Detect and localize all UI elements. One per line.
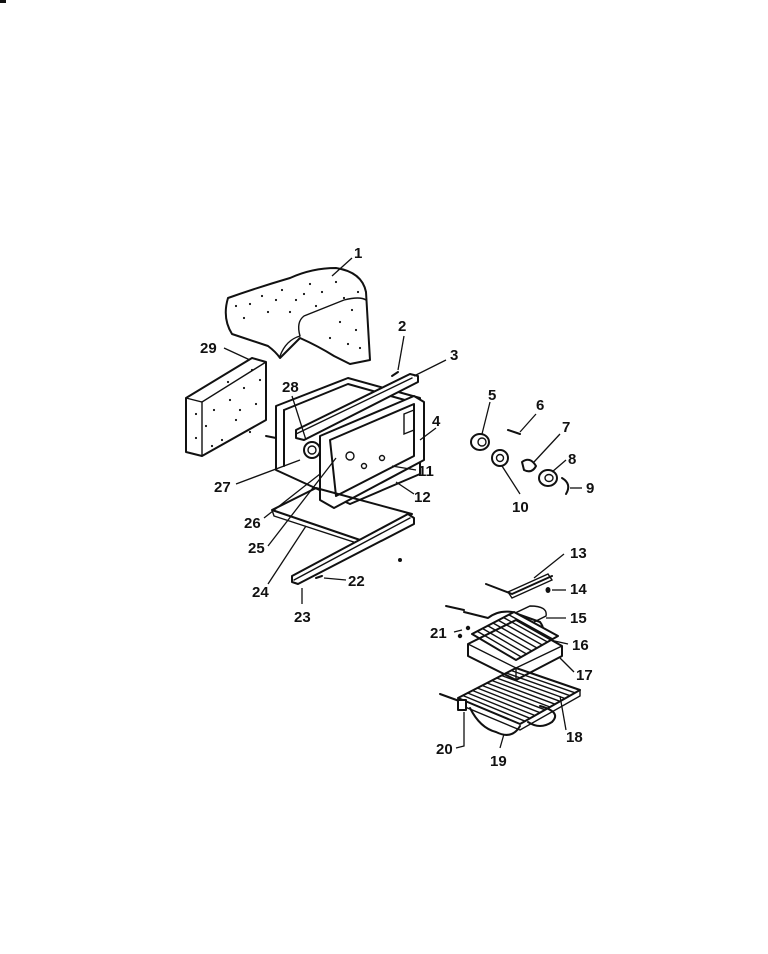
callout-16: 16 (572, 637, 589, 654)
bottom-trim-part[interactable] (291, 513, 415, 585)
callout-1: 1 (354, 245, 362, 262)
callout-labels: 1 2 3 4 5 6 7 8 9 10 11 12 13 14 15 16 1… (200, 245, 594, 770)
lamp-receptacle-part[interactable] (491, 449, 509, 467)
callout-18: 18 (566, 729, 583, 746)
insulation-pad-part[interactable] (185, 357, 267, 457)
callout-6: 6 (536, 397, 544, 414)
callout-28: 28 (282, 379, 299, 396)
callout-22: 22 (348, 573, 365, 590)
callout-13: 13 (570, 545, 587, 562)
callout-23: 23 (294, 609, 311, 626)
callout-19: 19 (490, 753, 507, 770)
callout-10: 10 (512, 499, 529, 516)
callout-4: 4 (432, 413, 441, 430)
element-bracket-part[interactable] (439, 693, 467, 711)
screw-6[interactable] (507, 429, 521, 435)
callout-2: 2 (398, 318, 406, 335)
callout-14: 14 (570, 581, 587, 598)
callout-29: 29 (200, 340, 217, 357)
lamp-cover-part[interactable] (538, 469, 558, 487)
callout-20: 20 (436, 741, 453, 758)
callout-15: 15 (570, 610, 587, 627)
callout-8: 8 (568, 451, 576, 468)
callout-12: 12 (414, 489, 431, 506)
callout-21: 21 (430, 625, 447, 642)
broiler-grid-part[interactable] (471, 611, 559, 661)
callout-9: 9 (586, 480, 594, 497)
insulation-wrap-part[interactable] (224, 267, 371, 365)
callout-11: 11 (418, 463, 434, 480)
callout-5: 5 (488, 387, 496, 404)
screw-21[interactable] (457, 625, 471, 639)
thermostat-bulb-part[interactable] (485, 573, 554, 599)
lamp-bulb-part[interactable] (521, 458, 537, 473)
screw-22[interactable] (315, 558, 402, 579)
bake-element-part[interactable] (469, 705, 556, 736)
callout-27: 27 (214, 479, 231, 496)
callout-7: 7 (562, 419, 570, 436)
corner-mark (0, 0, 6, 3)
insulation-texture (234, 280, 362, 350)
retainer-wire-part[interactable] (561, 477, 570, 495)
oven-liner-front-part[interactable] (319, 395, 425, 509)
oven-rack-wires (462, 669, 576, 722)
trim-rail-part[interactable] (295, 373, 419, 441)
screw-2[interactable] (391, 371, 399, 377)
callout-26: 26 (244, 515, 261, 532)
leader-lines (223, 257, 582, 749)
callout-24: 24 (252, 584, 269, 601)
lamp-socket-part[interactable] (470, 433, 490, 451)
clip-part[interactable] (545, 587, 551, 593)
callout-25: 25 (248, 540, 265, 557)
callout-17: 17 (576, 667, 593, 684)
callout-3: 3 (450, 347, 458, 364)
insulation-texture (194, 368, 262, 448)
oven-rack-part[interactable] (457, 667, 581, 731)
